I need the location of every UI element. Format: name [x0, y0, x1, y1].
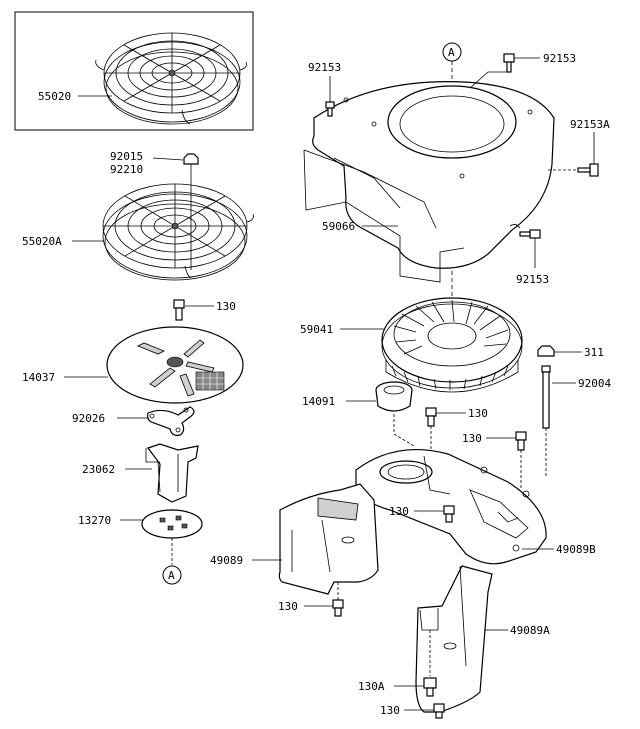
- callout-14037: 14037: [22, 371, 55, 384]
- fan-plate-14037: [106, 326, 244, 404]
- washer-92026: [147, 406, 195, 436]
- bolt-130-b: [425, 407, 437, 427]
- callout-49089A: 49089A: [510, 624, 550, 637]
- mesh-patch: [195, 371, 225, 391]
- blower-housing-59066: [303, 81, 555, 283]
- nut-311: [537, 345, 555, 357]
- screw-92153-right: [519, 229, 541, 239]
- callout-49089: 49089: [210, 554, 243, 567]
- reference-mark-a-bottom: A: [162, 565, 182, 585]
- callout-130-a: 130: [216, 300, 236, 313]
- bolt-130A: [423, 677, 437, 697]
- callout-311: 311: [584, 346, 604, 359]
- ref-label-bottom: A: [168, 569, 175, 582]
- callout-92153-right: 92153: [516, 273, 549, 286]
- callout-23062: 23062: [82, 463, 115, 476]
- callout-92004: 92004: [578, 377, 611, 390]
- callout-130-f: 130: [380, 704, 400, 717]
- callout-92153A: 92153A: [570, 118, 610, 131]
- callout-130A: 130A: [358, 680, 385, 693]
- callout-49089B: 49089B: [556, 543, 596, 556]
- callout-13270: 13270: [78, 514, 111, 527]
- callout-130-d: 130: [389, 505, 409, 518]
- callout-55020: 55020: [38, 90, 71, 103]
- stud-92004: [541, 365, 551, 429]
- callout-130-b: 130: [468, 407, 488, 420]
- bracket-23062: [145, 443, 199, 503]
- bolt-130-f: [433, 703, 445, 719]
- inset-frame: [14, 11, 254, 131]
- callout-14091: 14091: [302, 395, 335, 408]
- ref-label-top: A: [448, 46, 455, 59]
- callout-59066: 59066: [322, 220, 355, 233]
- reference-mark-a-top: A: [442, 42, 462, 62]
- fan-59041: [381, 297, 523, 393]
- bolt-130-e: [332, 599, 344, 617]
- callout-130-e: 130: [278, 600, 298, 613]
- callout-92210: 92210: [110, 163, 143, 176]
- callout-55020A: 55020A: [22, 235, 62, 248]
- callout-92153-left: 92153: [308, 61, 341, 74]
- bolt-130-a: [173, 299, 185, 321]
- callout-92015: 92015: [110, 150, 143, 163]
- callout-92026: 92026: [72, 412, 105, 425]
- bolt-130-c: [515, 431, 527, 451]
- plate-13270: [141, 509, 203, 539]
- callout-130-c: 130: [462, 432, 482, 445]
- bolt-130-d: [443, 505, 455, 523]
- callout-92153-top: 92153: [543, 52, 576, 65]
- collar-14091: [375, 381, 413, 412]
- baffle-49089: [278, 483, 379, 595]
- screw-92153A: [577, 163, 599, 177]
- nut-92015: [183, 153, 199, 270]
- screen-55020: [95, 32, 247, 125]
- screen-55020A: [102, 183, 254, 281]
- screw-92153-top: [503, 53, 515, 73]
- callout-59041: 59041: [300, 323, 333, 336]
